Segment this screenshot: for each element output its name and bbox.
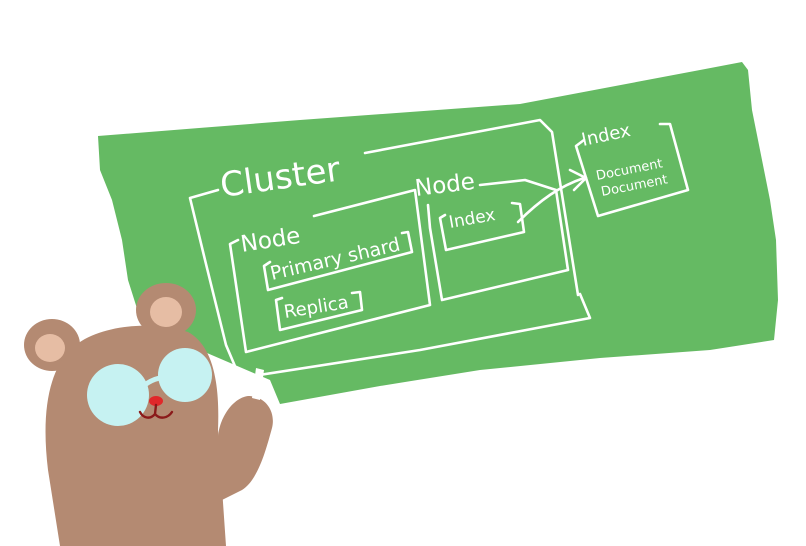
chalk-icon [252, 368, 264, 400]
bear-nose [149, 396, 163, 406]
node-box-right: Node [414, 169, 570, 302]
glasses-lens-right [158, 348, 212, 402]
glasses-lens-left [87, 364, 149, 426]
bear-mouth [138, 403, 174, 419]
green-board [98, 62, 778, 404]
bear-arm [218, 396, 273, 500]
bear-icon [24, 283, 273, 546]
